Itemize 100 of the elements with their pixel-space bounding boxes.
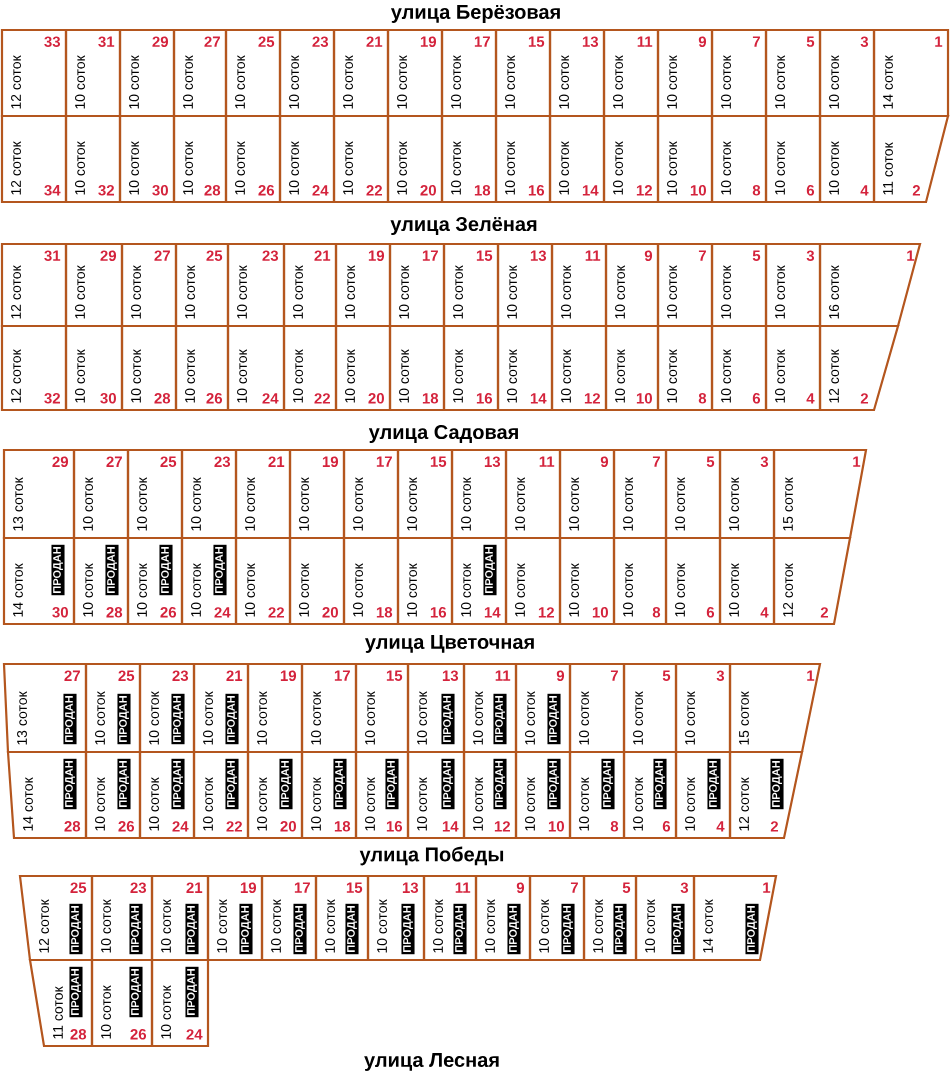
plot-cell — [64, 114, 122, 204]
plot-cell — [300, 750, 358, 840]
plot-cell — [602, 114, 660, 204]
plot-cell — [64, 28, 122, 118]
plot-cell — [0, 242, 68, 328]
plot-cell — [612, 536, 668, 626]
plot-cell — [172, 114, 228, 204]
plot-cell — [622, 662, 678, 754]
plot-cell — [558, 448, 616, 540]
plot-cell — [450, 448, 508, 540]
plot-cell — [2, 662, 88, 754]
plot-cell — [656, 242, 714, 328]
plot-cell — [288, 448, 346, 540]
plot-cell — [504, 536, 562, 626]
plot-cell — [462, 662, 518, 754]
plot-cell — [558, 536, 616, 626]
plot-cell — [278, 114, 336, 204]
plot-cell — [18, 874, 94, 962]
plot-cell — [494, 114, 552, 204]
plot-cell — [818, 242, 922, 328]
plot-cell — [664, 536, 722, 626]
plot-cell — [612, 448, 668, 540]
plot-cell — [474, 874, 532, 962]
plot-cell — [604, 324, 660, 412]
plot-cell — [2, 536, 76, 626]
plot-cell — [496, 324, 554, 412]
plot-cell — [494, 28, 552, 118]
plot-cell — [504, 448, 562, 540]
plot-cell — [314, 874, 370, 962]
plot-cell — [334, 324, 392, 412]
plot-cell — [872, 114, 950, 204]
plot-cell — [150, 874, 210, 962]
plot-cell — [396, 448, 454, 540]
plot-cell — [6, 750, 88, 840]
plot-cell — [138, 750, 196, 840]
plot-cell — [354, 750, 410, 840]
plot-cell — [422, 874, 478, 962]
plot-cell — [514, 662, 572, 754]
plot-cell — [440, 28, 498, 118]
plot-cell — [548, 28, 606, 118]
plot-cell — [138, 662, 196, 754]
plot-cell — [548, 114, 606, 204]
plot-cell — [388, 324, 446, 412]
plot-cell — [354, 662, 410, 754]
plot-cell — [656, 28, 714, 118]
plot-cell — [604, 242, 660, 328]
plot-cell — [84, 662, 142, 754]
plot-cell — [568, 750, 626, 840]
street-name: улица Победы — [359, 846, 504, 866]
plot-cell — [282, 242, 338, 328]
street-name: улица Цветочная — [365, 635, 534, 653]
plot-cell — [406, 662, 466, 754]
plot-cell — [818, 114, 876, 204]
plot-cell — [496, 242, 554, 328]
plot-cell — [514, 750, 572, 840]
plot-cell — [224, 114, 282, 204]
plot-cell — [90, 958, 154, 1048]
plot-cell — [674, 662, 732, 754]
plot-cell — [772, 448, 868, 540]
plot-cell — [246, 662, 304, 754]
plot-cell — [818, 324, 900, 412]
plot-cell — [728, 662, 822, 754]
plot-cell — [118, 28, 176, 118]
plot-cell — [528, 874, 586, 962]
plot-cell — [440, 114, 498, 204]
plot-cell — [260, 874, 318, 962]
plot-cell — [118, 114, 176, 204]
plot-cell — [462, 750, 518, 840]
plot-cell — [550, 242, 608, 328]
plot-cell — [72, 448, 130, 540]
street-name: улица Лесная — [364, 1053, 499, 1071]
plot-cell — [246, 750, 304, 840]
plot-cell — [0, 324, 68, 412]
plot-cell — [602, 28, 660, 118]
plot-cell — [342, 536, 400, 626]
plot-cell — [332, 28, 390, 118]
street-name: улица Зелёная — [390, 216, 537, 236]
street-name: улица Садовая — [368, 424, 518, 444]
plot-cell — [64, 242, 124, 328]
plot-cell — [150, 958, 210, 1048]
plot-cell — [180, 536, 238, 626]
plot-cell — [226, 242, 286, 328]
plot-cell — [226, 324, 286, 412]
plot-cell — [64, 324, 124, 412]
plot-cell — [710, 28, 768, 118]
plot-cell — [568, 662, 626, 754]
plot-cell — [206, 874, 264, 962]
plot-cell — [450, 536, 508, 626]
plot-cell — [872, 28, 950, 118]
plot-cell — [388, 242, 446, 328]
plot-cell — [582, 874, 638, 962]
plot-cell — [234, 448, 292, 540]
plot-cell — [90, 874, 154, 962]
plot-cell — [278, 28, 336, 118]
plot-cell — [386, 114, 444, 204]
plot-cell — [728, 750, 804, 840]
plot-cell — [710, 242, 768, 328]
plot-cell — [334, 242, 392, 328]
plot-cell — [710, 324, 768, 412]
plot-cell — [126, 448, 184, 540]
